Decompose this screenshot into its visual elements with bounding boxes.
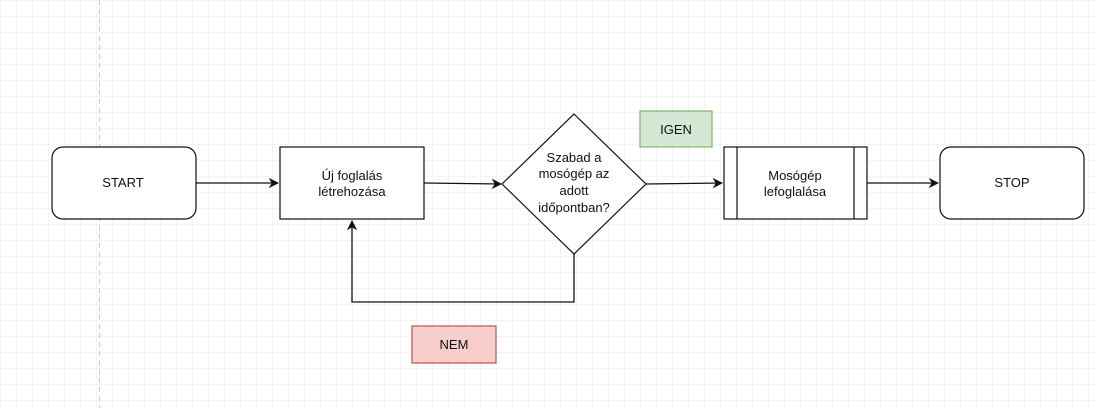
yes-label-text: IGEN [660,122,692,137]
decision-label-line-2: mosógép az [539,166,610,181]
stop-node-shape [939,146,1085,220]
yes-label[interactable]: IGEN [639,110,713,148]
decision-node[interactable]: Szabad a mosógép az adott időpontban? [501,113,647,255]
edge-decision-no-loop[interactable] [346,219,575,303]
decision-label-line-3: adott [560,183,589,198]
start-node-shape [51,146,197,220]
start-node-label: START [102,175,143,190]
stop-node-label: STOP [994,175,1029,190]
edge-create-to-decision[interactable] [423,178,503,190]
reserve-label-line-1: Mosógép [768,168,821,183]
decision-label-line-1: Szabad a [547,150,603,165]
stop-node[interactable]: STOP [939,146,1085,220]
no-label-box [411,325,497,364]
reserve-label-line-2: lefoglalása [764,184,827,199]
no-label-text: NEM [440,337,469,352]
create-booking-label-line-1: Új foglalás [322,168,383,183]
decision-node-shape [501,113,647,255]
start-node[interactable]: START [51,146,197,220]
create-booking-node-shape [279,146,425,220]
decision-label-line-4: időpontban? [538,200,610,215]
create-booking-label-line-2: létrehozása [318,184,386,199]
reserve-node[interactable]: Mosógép lefoglalása [723,146,868,220]
reserve-node-shape [723,146,868,220]
create-booking-node[interactable]: Új foglalás létrehozása [279,146,425,220]
edge-decision-to-reserve[interactable] [645,177,724,189]
yes-label-box [639,110,713,148]
no-label[interactable]: NEM [411,325,497,364]
